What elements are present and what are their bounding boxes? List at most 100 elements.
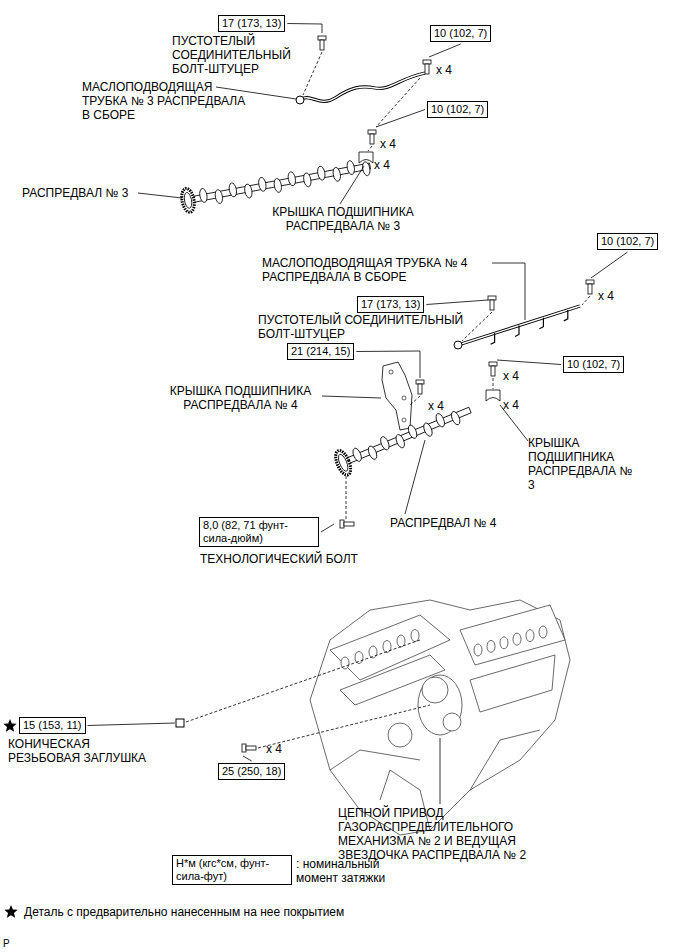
pipe-hook <box>564 310 568 321</box>
bolt-shank <box>588 284 592 294</box>
bolt-head <box>488 296 496 300</box>
leader-line <box>287 24 322 34</box>
dashed-line <box>303 52 322 95</box>
camshaft-gear <box>180 187 196 213</box>
camshaft-gear <box>333 448 354 477</box>
cam-lobe <box>287 171 296 186</box>
cam-lobe <box>317 166 326 181</box>
cam-lobe <box>258 177 267 192</box>
bolt-head <box>489 362 497 366</box>
part-name: ПУСТОТЕЛЫЙ СОЕДИНИТЕЛЬНЫЙ БОЛТ-ШТУЦЕР <box>258 313 473 341</box>
torque-value: 8,0 (82, 71 фунт-сила-дюйм) <box>203 519 315 545</box>
part-name: ТЕХНОЛОГИЧЕСКИЙ БОЛТ <box>200 552 358 566</box>
part-name: КРЫШКА ПОДШИПНИКА РАСПРЕДВАЛА № 3 <box>258 205 428 233</box>
bolt-head <box>416 380 424 384</box>
cam-lobe <box>214 189 223 204</box>
camshaft-gear-hub <box>336 453 349 472</box>
oil-pipe <box>458 306 580 345</box>
bolt <box>488 296 496 310</box>
part-name: ЦЕПНОЙ ПРИВОД ГАЗОРАСПРЕДЕЛИТЕЛЬНОГО МЕХ… <box>338 806 550 862</box>
torque-value: 21 (214, 15) <box>291 345 350 358</box>
cam-lobe <box>434 412 446 428</box>
torque-value: 10 (102, 7) <box>567 358 620 371</box>
pipe-hook <box>491 333 495 344</box>
dashed-line <box>582 296 590 305</box>
torque-value: 15 (153, 11) <box>23 719 82 732</box>
dashed-line <box>462 312 492 341</box>
torque-value: 17 (173, 13) <box>361 298 420 311</box>
leader-line <box>591 252 628 278</box>
callout-text: x 4 <box>598 289 614 303</box>
engine-sketch <box>310 600 570 835</box>
bolt-head <box>242 744 246 752</box>
leader-line <box>497 360 561 365</box>
bolt-shank <box>344 522 354 526</box>
callout-text: x 4 <box>374 158 390 172</box>
dashed-line <box>376 78 420 127</box>
leader-line <box>440 738 441 804</box>
bolt-head <box>368 130 376 134</box>
camshaft <box>333 398 475 477</box>
bolt <box>340 520 354 528</box>
oil-pipe <box>300 73 425 101</box>
coated-star-symbol <box>3 719 16 732</box>
bearing-cap <box>486 390 500 401</box>
part-name: РАСПРЕДВАЛ № 3 <box>22 186 128 200</box>
cam-lobe <box>367 445 379 461</box>
part-name: РАСПРЕДВАЛ № 4 <box>390 516 496 530</box>
part-name: КРЫШКА ПОДШИПНИКА РАСПРЕДВАЛА № 4 <box>158 384 323 412</box>
pipe-hook <box>515 326 519 337</box>
callout-text: x 4 <box>266 742 282 756</box>
callout-text: x 4 <box>428 399 444 413</box>
cam-lobe <box>450 410 462 426</box>
bolt-head <box>340 520 344 528</box>
torque-value: 25 (250, 18) <box>222 765 281 778</box>
leader-line <box>376 110 425 128</box>
oil-pipe-inner <box>458 306 580 345</box>
bolt-head <box>318 36 326 40</box>
bolt <box>423 60 431 74</box>
bolt-shank <box>490 300 494 310</box>
cam-lobe <box>244 183 253 198</box>
leader-line <box>321 524 334 532</box>
part-name: МАСЛОПОДВОДЯЩАЯ ТРУБКА № 3 РАСПРЕДВАЛА В… <box>82 80 252 122</box>
part-name: МАСЛОПОДВОДЯЩАЯ ТРУБКА № 4 РАСПРЕДВАЛА В… <box>262 256 502 284</box>
torque-spec-box: 10 (102, 7) <box>563 356 624 373</box>
dashed-line <box>410 396 420 405</box>
dashed-line <box>493 378 494 389</box>
cam-lobe <box>228 182 237 197</box>
callout-text: x 4 <box>436 63 452 77</box>
torque-spec-box: 10 (102, 7) <box>597 233 658 250</box>
torque-spec-box: 17 (173, 13) <box>218 15 285 32</box>
pipe-hook <box>539 318 543 329</box>
bolt <box>489 362 497 376</box>
dashed-line <box>368 146 372 151</box>
torque-spec-box: 10 (102, 7) <box>427 101 488 118</box>
bolt-shank <box>425 64 429 74</box>
legend-text: Деталь с предварительно нанесенным на не… <box>24 905 344 919</box>
camshaft-gear-hub <box>183 192 193 209</box>
legend-entry: : номинальный момент затяжки <box>296 857 406 885</box>
torque-value: 17 (173, 13) <box>222 17 281 30</box>
bolt <box>242 744 256 752</box>
bolt-shank <box>320 40 324 50</box>
cam-lobe <box>362 161 371 176</box>
dashed-line <box>258 705 430 748</box>
coated-star-symbol <box>4 905 17 918</box>
torque-spec-box: 17 (173, 13) <box>357 296 424 313</box>
bolt-shank <box>246 746 256 750</box>
bearing-cap <box>359 152 373 163</box>
torque-value: 10 (102, 7) <box>434 27 487 40</box>
leader-line <box>322 396 381 398</box>
camshaft <box>180 154 372 213</box>
camshaft-shaft <box>344 407 471 465</box>
leader-line <box>429 44 461 57</box>
cap-hole <box>402 418 406 422</box>
cam-lobe <box>351 447 363 463</box>
cam-lobe <box>379 435 391 451</box>
callout-text: x 4 <box>503 369 519 383</box>
callout-text: x 4 <box>503 398 519 412</box>
callout-text: P <box>3 937 10 951</box>
leader-line <box>88 723 175 726</box>
